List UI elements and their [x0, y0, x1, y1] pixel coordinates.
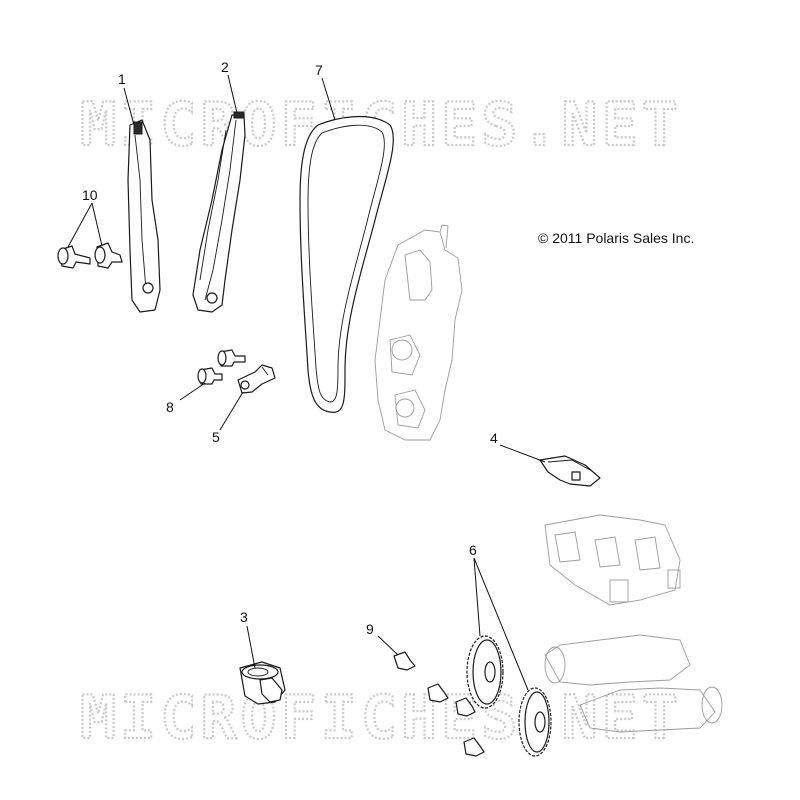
- callout-2: 2: [221, 59, 229, 75]
- part-8-bolts: [197, 349, 246, 385]
- camshafts-outline: [544, 634, 723, 733]
- callout-3: 3: [240, 609, 248, 625]
- leader-10b: [91, 202, 103, 247]
- leader-10a: [67, 202, 93, 248]
- part-4-upper-guide: [539, 455, 601, 487]
- leader-8: [179, 382, 206, 401]
- callout-8: 8: [166, 399, 174, 415]
- part-1-chain-guide: [127, 119, 161, 313]
- leader-5: [219, 391, 244, 431]
- callouts: 1 2 3 4 5 6 7 8 9 10: [82, 59, 498, 637]
- part-7-timing-chain: [299, 115, 394, 413]
- leader-2: [227, 74, 238, 114]
- leader-1: [123, 87, 135, 126]
- leader-3: [246, 625, 256, 669]
- cam-carrier-outline: [544, 514, 681, 606]
- callout-10: 10: [82, 187, 98, 203]
- callout-9: 9: [366, 621, 374, 637]
- part-10-pivot-bolts: [57, 242, 123, 269]
- leader-7: [321, 77, 336, 121]
- callout-6: 6: [469, 542, 477, 558]
- callout-4: 4: [490, 430, 498, 446]
- part-3-tensioner: [239, 661, 286, 705]
- part-6-cam-sprockets: [466, 635, 552, 757]
- callout-1: 1: [118, 71, 126, 87]
- part-5-bracket: [237, 364, 276, 394]
- part-2-tensioner-blade: [192, 111, 246, 313]
- copyright-notice: © 2011 Polaris Sales Inc.: [538, 230, 694, 246]
- watermark-bottom: MICROFICHES.NET: [80, 683, 682, 753]
- part-9-bolts: [393, 651, 485, 757]
- callout-7: 7: [315, 62, 323, 78]
- leader-lines: [67, 74, 546, 691]
- leader-6b: [473, 557, 529, 691]
- callout-5: 5: [212, 429, 220, 445]
- engine-case-outline: [374, 224, 463, 441]
- leader-4: [499, 444, 546, 463]
- leader-9: [377, 635, 399, 656]
- leader-6a: [473, 557, 481, 637]
